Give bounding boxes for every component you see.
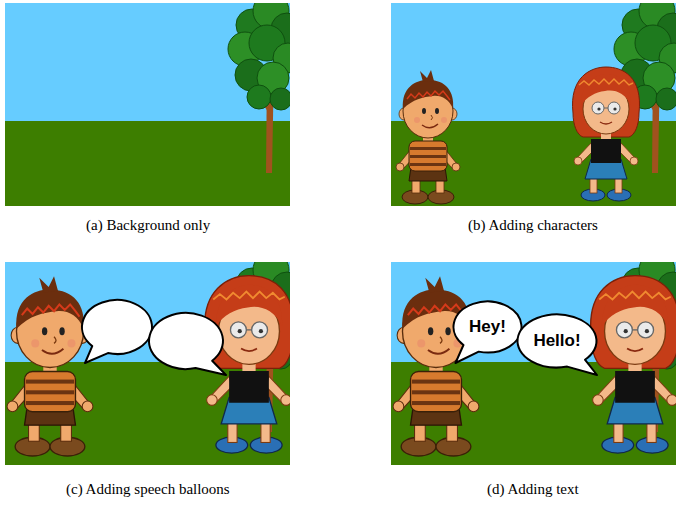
panel-c — [5, 252, 303, 465]
girl-character — [591, 276, 677, 453]
panel-a — [5, 0, 303, 206]
panel-b — [391, 0, 677, 206]
speech-balloon: Hello! — [516, 313, 598, 369]
balloon-shape — [517, 315, 597, 375]
panel-d — [391, 252, 677, 465]
empty-speech-balloon — [149, 313, 226, 375]
balloon-text: Hello! — [533, 332, 580, 351]
balloon-shape — [454, 301, 522, 363]
girl-character — [205, 276, 294, 453]
panel-caption: (d) Adding text — [487, 480, 579, 498]
empty-balloons — [82, 300, 226, 375]
boy-character — [7, 276, 93, 456]
ground — [5, 121, 290, 206]
tree — [228, 0, 303, 173]
panel-caption: (b) Adding characters — [468, 216, 598, 234]
panel-caption: (a) Background only — [86, 216, 210, 234]
speech-balloon: Hey! — [452, 300, 523, 354]
balloon-text: Hey! — [469, 318, 506, 337]
girl-character — [573, 67, 640, 201]
boy-character — [396, 70, 460, 204]
empty-speech-balloon — [82, 300, 152, 363]
panel-caption: (c) Adding speech balloons — [66, 480, 230, 498]
boy-character — [393, 276, 479, 456]
